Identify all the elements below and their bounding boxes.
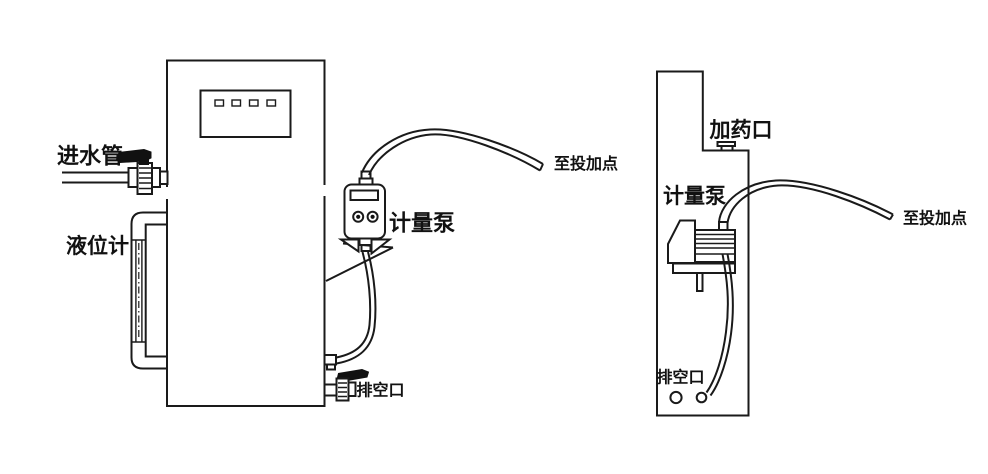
panel-indicator bbox=[231, 99, 242, 107]
level-gauge-joints bbox=[131, 239, 146, 343]
suction-line-b bbox=[709, 253, 734, 397]
pump-head-fins bbox=[695, 233, 735, 255]
level-gauge bbox=[130, 211, 167, 370]
suction-hose-left bbox=[323, 251, 377, 371]
panel-indicator bbox=[248, 99, 259, 107]
tube-open-end bbox=[539, 163, 544, 171]
drain-valve-right-nut bbox=[347, 381, 357, 397]
pump-motor bbox=[667, 219, 696, 264]
pump-knob-left-dot bbox=[356, 214, 361, 219]
label-metering-pump-right: 计量泵 bbox=[663, 185, 726, 208]
pump-foot-right bbox=[370, 238, 393, 256]
label-metering-pump-left: 计量泵 bbox=[389, 211, 455, 236]
tube-upper-line bbox=[718, 179, 894, 223]
left-unit: 进水管 液位计 计量泵 至投加点 排空口 bbox=[57, 59, 618, 407]
inlet-pipe bbox=[62, 171, 129, 184]
pump-foot-left bbox=[337, 238, 360, 254]
level-gauge-outer bbox=[130, 211, 167, 370]
metering-pump-right bbox=[667, 219, 736, 292]
dosing-port-cap bbox=[716, 141, 736, 152]
suction-foot-valve bbox=[695, 391, 708, 404]
tube-open-end bbox=[889, 213, 894, 221]
panel-indicator bbox=[266, 99, 277, 107]
inlet-valve-nut bbox=[159, 170, 169, 185]
panel-indicator bbox=[214, 99, 225, 107]
dosing-cap-neck bbox=[720, 145, 734, 152]
label-inlet-pipe: 进水管 bbox=[57, 144, 123, 169]
pump-knob-left bbox=[352, 210, 365, 223]
panel-indicators bbox=[214, 99, 277, 107]
suction-tube-right bbox=[695, 253, 734, 404]
drain-hole bbox=[669, 390, 683, 405]
drain-valve-threads bbox=[338, 382, 347, 398]
discharge-tube-left bbox=[361, 128, 544, 176]
pump-leg bbox=[696, 272, 704, 292]
label-dosing-point-left: 至投加点 bbox=[554, 154, 618, 173]
inlet-valve-left-flange bbox=[127, 167, 139, 188]
inlet-valve-handle bbox=[115, 148, 152, 164]
tank-edge-gap-left bbox=[163, 187, 171, 199]
tank-edge-gap-right bbox=[321, 185, 328, 196]
label-dosing-port: 加药口 bbox=[709, 118, 773, 142]
inlet-pipe-assembly bbox=[62, 148, 169, 195]
tube-upper-line bbox=[361, 128, 544, 173]
pump-knob-right bbox=[366, 210, 379, 223]
drain-valve-left bbox=[323, 368, 370, 402]
discharge-tube-right bbox=[718, 179, 894, 224]
suction-line-a bbox=[705, 253, 729, 394]
label-drain-port-right: 排空口 bbox=[657, 368, 705, 387]
hose-line-a bbox=[336, 251, 372, 359]
right-unit: 加药口 计量泵 至投加点 排空口 bbox=[656, 70, 967, 417]
pump-base-plate bbox=[672, 262, 736, 274]
label-dosing-point-right: 至投加点 bbox=[903, 209, 967, 228]
pump-outlet-fitting bbox=[718, 221, 729, 231]
tank-body bbox=[166, 59, 326, 407]
hose-tank-fitting bbox=[323, 354, 337, 366]
control-panel bbox=[199, 89, 292, 138]
tube-lower-line bbox=[726, 184, 891, 224]
label-drain-port-left: 排空口 bbox=[357, 381, 405, 400]
metering-pump-left bbox=[325, 170, 394, 282]
inlet-valve-stem bbox=[139, 159, 149, 165]
inlet-valve-threads bbox=[139, 167, 151, 190]
hose-tank-nut bbox=[326, 363, 336, 371]
label-level-gauge: 液位计 bbox=[66, 234, 129, 258]
inlet-valve-right-flange bbox=[151, 167, 161, 188]
level-gauge-inner bbox=[144, 223, 167, 358]
level-gauge-glass-tube bbox=[135, 240, 143, 342]
pump-display bbox=[349, 189, 379, 201]
tube-lower-line bbox=[368, 133, 541, 176]
cabinet-outline bbox=[656, 70, 750, 417]
pump-knob-right-dot bbox=[370, 214, 375, 219]
drain-valve-left-nut bbox=[323, 383, 338, 397]
hose-line-b bbox=[336, 251, 377, 365]
